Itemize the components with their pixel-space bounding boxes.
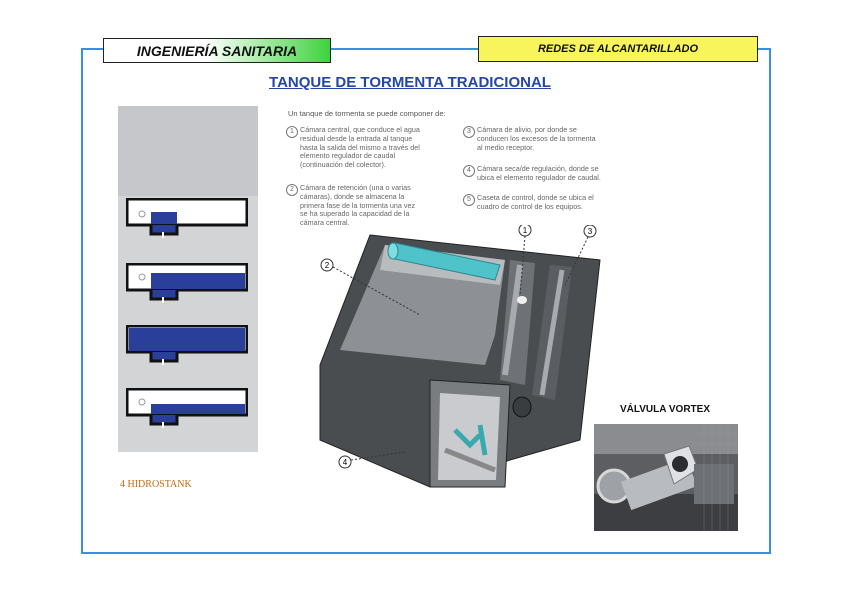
diagram-label-3: 3	[588, 227, 593, 236]
item-line: cuadro de control de los equipos.	[477, 203, 594, 212]
item-number: 4	[463, 165, 475, 177]
intro-text: Un tanque de tormenta se puede componer …	[288, 109, 446, 118]
page-title: TANQUE DE TORMENTA TRADICIONAL	[200, 74, 620, 91]
brand-caption: 4 HIDROSTANK	[120, 479, 192, 490]
tank-stage-4	[126, 388, 248, 428]
item-number: 5	[463, 194, 475, 206]
item-number: 3	[463, 126, 475, 138]
topic-tag: REDES DE ALCANTARILLADO	[478, 36, 758, 62]
tank-stages-panel	[118, 106, 258, 452]
section-tag: INGENIERÍA SANITARIA	[103, 38, 331, 63]
list-item-camara-central: 1 Cámara central, que conduce el agua re…	[286, 126, 446, 176]
diagram-label-1: 1	[523, 226, 528, 235]
vortex-title: VÁLVULA VORTEX	[620, 404, 710, 415]
item-line: al medio receptor.	[477, 144, 596, 153]
vortex-valve-photo	[594, 424, 738, 531]
list-item-camara-seca: 4 Cámara seca/de regulación, donde se ub…	[463, 165, 623, 187]
diagram-label-2: 2	[325, 261, 330, 270]
tank-stage-1	[126, 198, 248, 238]
diagram-label-4: 4	[343, 458, 348, 467]
list-item-caseta-control: 5 Caseta de control, donde se ubica el c…	[463, 194, 623, 216]
item-line: (continuación del colector).	[300, 161, 420, 170]
item-line: ubica el elemento regulador de caudal.	[477, 174, 601, 183]
tank-stage-2	[126, 263, 248, 303]
tank-stage-3	[126, 325, 248, 365]
item-number: 2	[286, 184, 298, 196]
storm-tank-3d-diagram: 2 1 3 4	[310, 225, 610, 490]
panel-header-area	[118, 106, 258, 196]
item-number: 1	[286, 126, 298, 138]
list-item-camara-alivio: 3 Cámara de alivio, por donde se conduce…	[463, 126, 623, 156]
